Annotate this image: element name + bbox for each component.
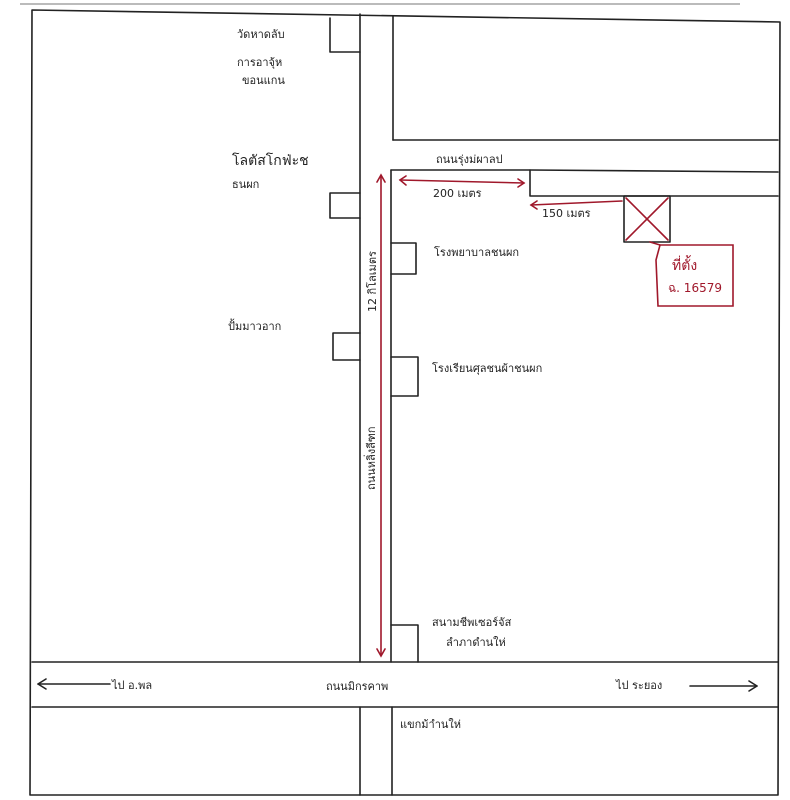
label-temple: วัดหาดลับ: [237, 28, 285, 41]
yaak-building: [332, 332, 361, 361]
arrow-to-right: [689, 680, 758, 692]
label-stadium-sub: ลำภาดำนให่: [446, 636, 506, 649]
label-school: โรงเรียนศุลชนผ้าชนผก: [432, 361, 542, 375]
label-road-main: ถนนมิกรคาพ: [326, 680, 388, 693]
lotus-building: [329, 192, 361, 219]
hospital-building: [390, 242, 417, 275]
label-road-north: ถนนรุ่งม่ผาลป: [436, 153, 503, 166]
label-stadium: สนามชีพเซอร์จัส: [432, 616, 512, 629]
label-temple-sub2: ขอนแกน: [242, 74, 285, 87]
label-lotus-sub: ธนผก: [232, 178, 259, 191]
label-dist-12km: 12 กิโลเมตร: [365, 251, 379, 312]
location-title: ที่ตั้ง: [672, 255, 697, 274]
distance-arrow-12km: [376, 173, 386, 658]
location-callout: [649, 241, 734, 307]
target-plot: [623, 195, 671, 243]
arrow-to-left: [37, 678, 111, 690]
label-road-bottom: แขกม้าำนให่: [400, 718, 461, 731]
label-temple-sub1: การอาจุ้ห: [237, 56, 282, 69]
school-building: [390, 356, 419, 397]
label-lotus: โลตัสโกฟ่ะช: [232, 152, 309, 169]
temple-building: [329, 17, 361, 53]
stadium-building: [390, 624, 419, 663]
distance-arrow-200: [398, 175, 526, 188]
label-dist-200: 200 เมตร: [433, 187, 482, 200]
location-id: ฉ. 16579: [668, 281, 722, 295]
label-to-right: ไป ระยอง: [615, 679, 662, 692]
label-to-left: ไป อ.พล: [111, 679, 152, 692]
label-dist-150: 150 เมตร: [542, 207, 591, 220]
map-border: [29, 9, 781, 796]
distance-arrow-150: [529, 200, 623, 210]
north-road-middle-edge: [529, 169, 779, 173]
label-road-vertical: ถนนหลิ่งลีฑก: [363, 426, 378, 490]
label-hospital: โรงพยาบาลชนผก: [434, 245, 519, 259]
label-yaak: ปั้มมาวอาก: [228, 318, 281, 333]
